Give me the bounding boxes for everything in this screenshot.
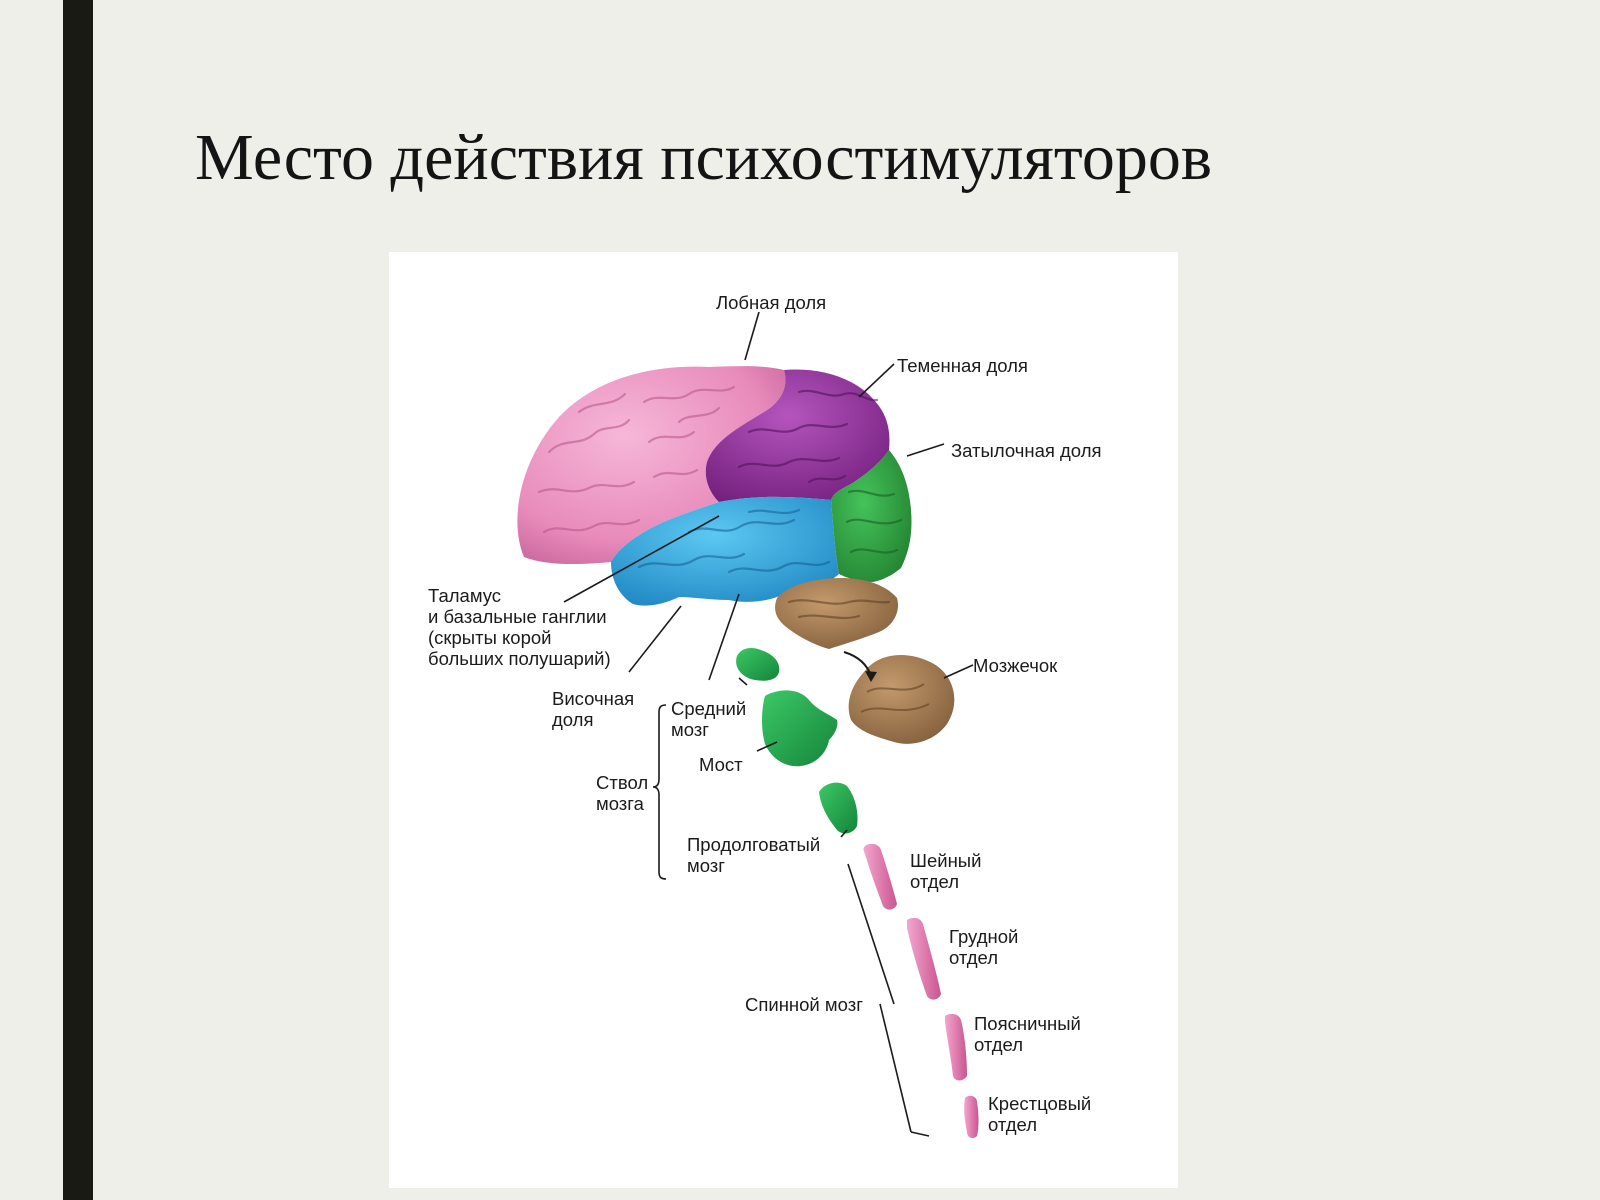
thoracic-segment-shape — [907, 917, 941, 1000]
label-brainstem: Ствол мозга — [596, 772, 649, 814]
cerebellum-insitu-shape — [775, 578, 899, 649]
label-sacral: Крестцовый отдел — [988, 1093, 1092, 1135]
brain-diagram — [517, 311, 979, 1139]
label-occipital-lobe: Затылочная доля — [951, 440, 1102, 461]
label-thalamus: Таламус и базальные ганглии (скрыты коро… — [428, 585, 611, 669]
frontal-lobe-shape — [517, 366, 786, 565]
medulla-shape — [819, 782, 858, 834]
left-accent-bar — [63, 0, 93, 1200]
label-temporal-lobe: Височная доля — [552, 688, 635, 730]
label-thoracic: Грудной отдел — [949, 926, 1019, 968]
lumbar-segment-shape — [945, 1013, 967, 1081]
midbrain-shape — [736, 648, 780, 681]
cervical-segment-shape — [863, 843, 897, 910]
label-cerebellum: Мозжечок — [973, 655, 1058, 676]
pons-shape — [762, 690, 838, 767]
label-medulla: Продолговатый мозг — [687, 834, 821, 876]
sacral-segment-shape — [964, 1095, 979, 1139]
slide-title: Место действия психостимуляторов — [195, 121, 1213, 194]
brain-diagram-panel: Лобная доля Теменная доля Затылочная дол… — [389, 252, 1178, 1188]
label-frontal-lobe: Лобная доля — [716, 292, 827, 313]
label-midbrain: Средний мозг — [671, 698, 747, 740]
label-lumbar: Поясничный отдел — [974, 1013, 1081, 1055]
cerebellum-detached-shape — [848, 654, 955, 744]
label-spinal-cord: Спинной мозг — [745, 994, 863, 1015]
gyri-texture — [537, 385, 903, 620]
label-pons: Мост — [699, 754, 743, 775]
label-cervical: Шейный отдел — [910, 850, 982, 892]
occipital-lobe-shape — [831, 450, 912, 582]
label-parietal-lobe: Теменная доля — [897, 355, 1028, 376]
parietal-lobe-shape — [705, 369, 890, 502]
leader-lines — [563, 311, 974, 1137]
